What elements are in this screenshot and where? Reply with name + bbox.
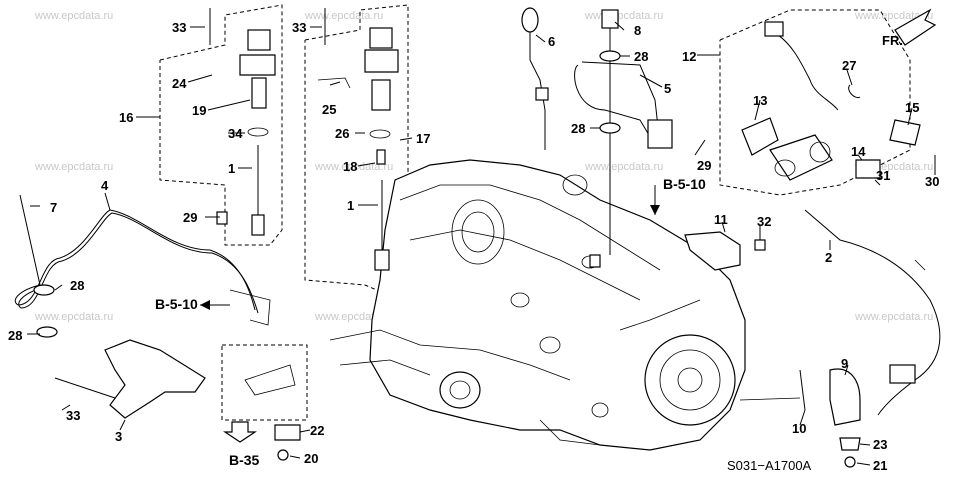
callout-29: 29	[697, 158, 711, 173]
watermark: www.epcdata.ru	[304, 10, 383, 22]
cooler-pipe-left	[14, 194, 271, 338]
callout-8: 8	[634, 23, 641, 38]
callout-27: 27	[842, 58, 856, 73]
callout-28: 28	[634, 49, 648, 64]
callout-5: 5	[664, 81, 671, 96]
cooler-pipe-right	[574, 9, 673, 268]
speed-sensor-right	[317, 8, 399, 271]
speed-sensor-left	[209, 8, 276, 236]
callout-19: 19	[192, 103, 206, 118]
callout-26: 26	[335, 126, 349, 141]
callout-28: 28	[8, 328, 22, 343]
callout-1: 1	[228, 161, 235, 176]
callout-6: 6	[548, 34, 555, 49]
callout-2: 2	[825, 250, 832, 265]
watermark: www.epcdata.ru	[314, 161, 393, 173]
callout-7: 7	[50, 200, 57, 215]
front-label: FR.	[882, 33, 903, 48]
callout-32: 32	[757, 214, 771, 229]
callout-1: 1	[347, 198, 354, 213]
callout-20: 20	[304, 451, 318, 466]
callout-18: 18	[343, 159, 357, 174]
section-references: B-5-10 B-5-10 B-35	[155, 176, 706, 468]
callout-34: 34	[228, 126, 243, 141]
callout-11: 11	[714, 212, 728, 227]
shift-cable	[804, 209, 941, 416]
ref-b-5-10: B-5-10	[663, 176, 706, 192]
callout-30: 30	[925, 174, 939, 189]
callout-15: 15	[905, 100, 919, 115]
callout-10: 10	[792, 421, 806, 436]
callout-33: 33	[172, 20, 186, 35]
ref-b-5-10: B-5-10	[155, 296, 198, 312]
callout-17: 17	[416, 131, 430, 146]
ref-arrows	[200, 185, 660, 443]
diagram-code: S031−A1700A	[727, 458, 812, 473]
callouts: 33 33 24 19 16 34 1 29 7 4 28 28 33 3 25…	[8, 20, 939, 473]
solenoid-assembly	[741, 21, 921, 181]
callout-9: 9	[841, 356, 848, 371]
dipstick	[521, 7, 549, 150]
callout-14: 14	[851, 144, 866, 159]
leader-lines	[27, 21, 936, 466]
callout-23: 23	[873, 437, 887, 452]
callout-28: 28	[70, 278, 84, 293]
front-indicator: FR.	[882, 8, 937, 48]
callout-13: 13	[753, 93, 767, 108]
transmission-case	[329, 159, 746, 451]
callout-33: 33	[292, 20, 306, 35]
callout-29: 29	[183, 210, 197, 225]
callout-22: 22	[310, 423, 324, 438]
watermark: www.epcdata.ru	[584, 10, 663, 22]
callout-24: 24	[172, 76, 187, 91]
lower-fasteners	[244, 364, 861, 468]
callout-28: 28	[571, 121, 585, 136]
watermark: www.epcdata.ru	[34, 161, 113, 173]
watermark: www.epcdata.ru	[34, 311, 113, 323]
bracket-3	[54, 339, 206, 419]
watermark: www.epcdata.ru	[34, 10, 113, 22]
callout-25: 25	[322, 102, 336, 117]
callout-3: 3	[115, 429, 122, 444]
ref-b-35: B-35	[229, 452, 260, 468]
callout-12: 12	[682, 49, 696, 64]
callout-33: 33	[66, 408, 80, 423]
callout-21: 21	[873, 458, 887, 473]
cover-9	[739, 368, 861, 426]
callout-4: 4	[101, 178, 109, 193]
watermark: www.epcdata.ru	[584, 161, 663, 173]
callout-31: 31	[876, 168, 890, 183]
watermark: www.epcdata.ru	[854, 311, 933, 323]
callout-16: 16	[119, 110, 133, 125]
